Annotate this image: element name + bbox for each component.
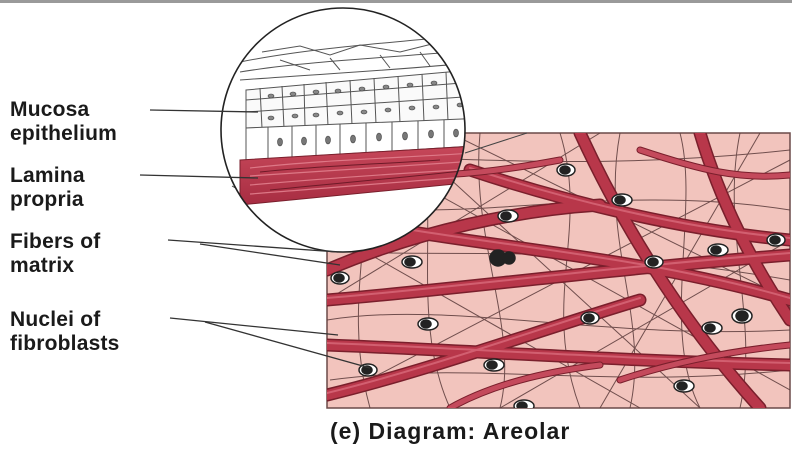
label-mucosa-epithelium: Mucosa epithelium: [10, 98, 117, 146]
fibroblast-nucleus: [514, 400, 534, 412]
label-nuclei-of-fibroblasts: Nuclei of fibroblasts: [10, 308, 120, 356]
label-fibers-of-matrix: Fibers of matrix: [10, 230, 100, 278]
fibroblast-nucleus: [674, 380, 694, 392]
leader-line-nuclei: [170, 318, 338, 335]
fibroblast-nucleus: [702, 322, 722, 334]
fibroblast-nucleus: [484, 359, 504, 371]
fibroblast-nucleus: [612, 194, 632, 206]
fibroblast-nucleus: [418, 318, 438, 330]
label-lamina-propria: Lamina propria: [10, 164, 85, 212]
fibroblast-nucleus: [708, 244, 728, 256]
fibroblast-nucleus: [645, 256, 663, 268]
fibroblast-nucleus: [767, 234, 785, 246]
figure-caption: (e) Diagram: Areolar: [330, 418, 570, 445]
fibroblast-nucleus: [490, 250, 515, 266]
fibroblast-nucleus: [331, 272, 349, 284]
fibroblast-nucleus: [498, 210, 518, 222]
fibroblast-nucleus: [732, 309, 752, 323]
fibroblast-nucleus: [402, 256, 422, 268]
fibroblast-nucleus: [557, 164, 575, 176]
fibroblast-nucleus: [581, 312, 599, 324]
